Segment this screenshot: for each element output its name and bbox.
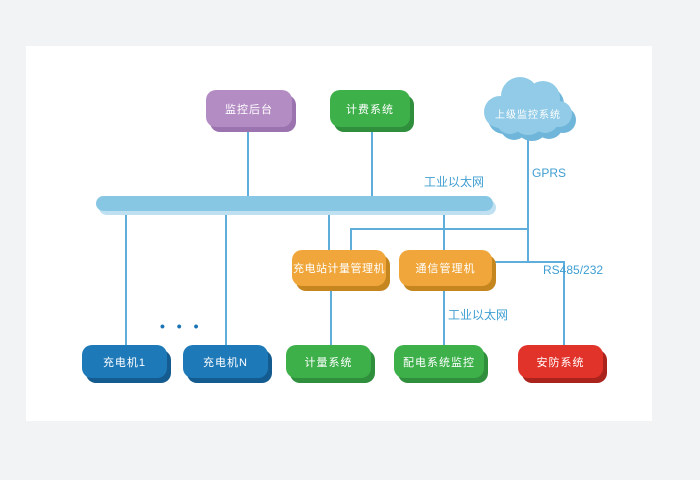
line-comm-manager-to-power-distribution (443, 286, 445, 345)
node-charger-1-label: 充电机1 (102, 356, 147, 369)
node-security-system: 安防系统 (518, 345, 603, 378)
node-monitor-backend: 监控后台 (206, 90, 292, 127)
node-metering-system-label: 计量系统 (304, 356, 353, 369)
node-metering-system: 计量系统 (286, 345, 371, 378)
node-communication-manager-label: 通信管理机 (415, 263, 476, 275)
node-charger-n-label: 充电机N (203, 356, 248, 369)
line-bus-to-charger-n (225, 211, 227, 345)
line-gprs-cloud-drop (527, 134, 529, 261)
node-power-distribution-monitoring-label: 配电系统监控 (403, 356, 475, 369)
label-gprs: GPRS (532, 166, 567, 180)
line-monitor-backend-to-bus (247, 127, 249, 196)
label-rs485-232: RS485/232 (543, 263, 604, 277)
label-industrial-ethernet-mid: 工业以太网 (448, 308, 509, 322)
line-bus-to-station-metering-manager (328, 211, 330, 250)
line-station-manager-to-metering-system (330, 286, 332, 345)
chargers-ellipsis: • • • (160, 318, 203, 334)
node-upper-monitoring-system: 上级监控系统 (478, 70, 578, 144)
node-station-metering-manager: 充电站计量管理机 (292, 250, 386, 286)
node-billing-system-label: 计费系统 (346, 103, 394, 116)
line-bus-to-communication-manager (443, 211, 445, 250)
label-industrial-ethernet-top: 工业以太网 (424, 175, 485, 189)
line-gprs-branch-horizontal (350, 228, 529, 230)
node-charger-n: 充电机N (183, 345, 268, 378)
cloud-icon (484, 77, 576, 141)
line-branch-to-station-metering-manager (350, 228, 352, 250)
node-billing-system: 计费系统 (330, 90, 410, 127)
industrial-ethernet-bus (96, 196, 493, 211)
node-upper-monitoring-system-label: 上级监控系统 (495, 110, 561, 121)
node-monitor-backend-label: 监控后台 (225, 103, 273, 116)
line-billing-system-to-bus (371, 127, 373, 196)
node-station-metering-manager-label: 充电站计量管理机 (293, 263, 385, 275)
line-rs485-to-security-system (563, 261, 565, 345)
line-rs485-horizontal (492, 261, 565, 263)
node-communication-manager: 通信管理机 (399, 250, 492, 286)
line-bus-to-charger-1 (125, 211, 127, 345)
diagram-canvas: 工业以太网 GPRS RS485/232 工业以太网 • • • 监控后台 计费… (26, 46, 652, 421)
node-charger-1: 充电机1 (82, 345, 167, 378)
node-power-distribution-monitoring: 配电系统监控 (394, 345, 484, 378)
node-security-system-label: 安防系统 (536, 356, 585, 369)
